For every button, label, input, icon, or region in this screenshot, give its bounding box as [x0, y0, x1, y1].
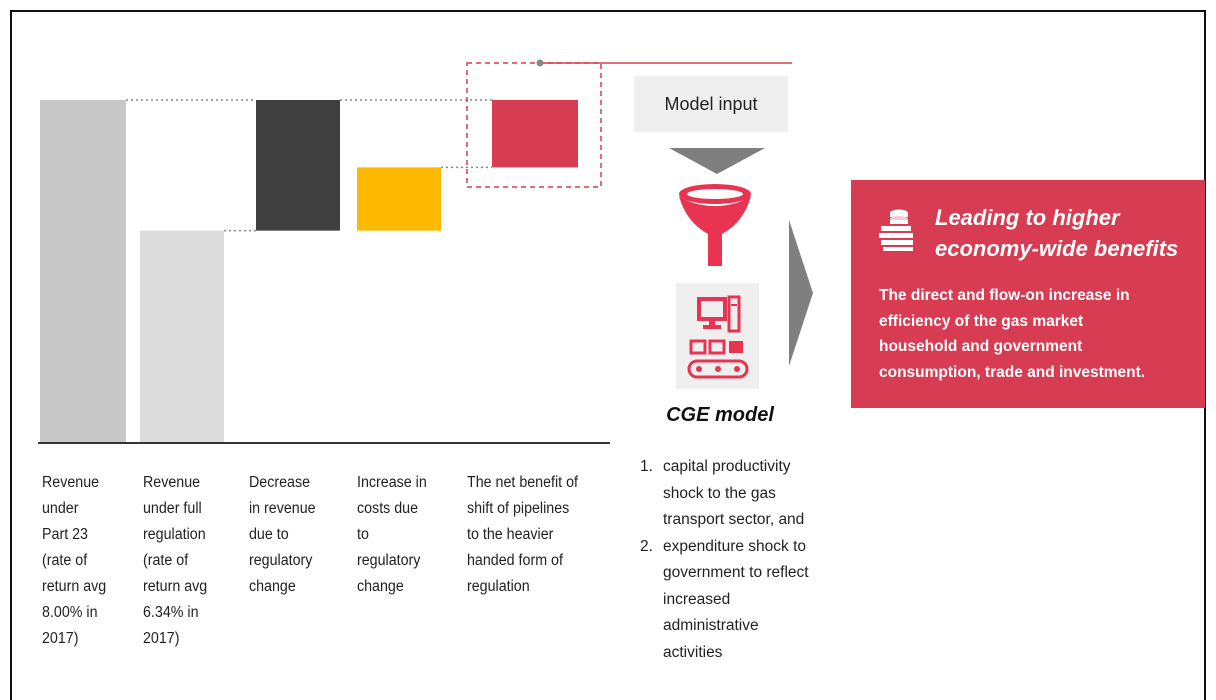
cge-step-line: administrative — [663, 617, 759, 634]
benefits-title: Leading to higher economy-wide benefits — [935, 202, 1200, 264]
x-axis-label-line: costs due — [357, 500, 419, 517]
down-arrow-icon — [669, 148, 765, 174]
cge-step-number: 2. — [640, 537, 653, 555]
x-axis-label-line: change — [249, 578, 296, 595]
x-axis-label-line: handed form of — [467, 552, 563, 569]
x-axis-label-line: under full — [143, 500, 202, 517]
x-axis-label-line: Revenue — [42, 474, 100, 491]
x-axis-label-line: Increase in — [357, 474, 427, 491]
computer-icon — [687, 295, 749, 379]
x-axis-label-line: Decrease — [249, 474, 311, 491]
x-axis-label-line: due to — [249, 526, 289, 543]
cge-step-line: transport sector, and — [663, 511, 805, 528]
x-axis-label-line: The net benefit of — [467, 474, 578, 491]
waterfall-bar — [357, 167, 441, 231]
benefits-title-line: economy-wide benefits — [935, 236, 1179, 261]
x-axis-label-line: regulatory — [249, 552, 313, 569]
cge-step: 2. expenditure shock to government to refl… — [640, 534, 840, 667]
benefits-body-line: The direct and flow-on increase in — [879, 287, 1130, 304]
coins-icon — [879, 209, 913, 251]
x-axis-label: Decrease in revenue due to regulatory change — [249, 470, 316, 600]
cge-step-line: government to reflect — [663, 564, 809, 581]
computer-icon-box — [676, 283, 759, 389]
x-axis-label-line: to — [357, 526, 369, 543]
x-axis-label-line: to the heavier — [467, 526, 554, 543]
leader-dot — [536, 59, 544, 67]
x-axis-label-line: 8.00% in — [42, 604, 98, 621]
x-axis-label-line: return avg — [42, 578, 107, 595]
benefits-body-line: household and government — [879, 338, 1083, 355]
waterfall-bar — [256, 100, 340, 231]
cge-step: 1. capital productivity shock to the gas tr… — [640, 454, 840, 534]
x-axis-label-line: in revenue — [249, 500, 316, 517]
x-axis-label-line: 2017) — [143, 630, 180, 647]
benefits-body-line: consumption, trade and investment. — [879, 363, 1146, 381]
highlight-box — [466, 62, 602, 188]
cge-step-line: capital productivity — [663, 458, 791, 475]
x-axis-label-line: change — [357, 578, 404, 595]
funnel-icon — [679, 184, 751, 266]
x-axis-label-line: 6.34% in — [143, 604, 199, 621]
cge-step-line: activities — [663, 643, 723, 661]
x-axis-label-line: under — [42, 500, 79, 517]
benefits-title-line: Leading to higher — [935, 205, 1120, 230]
benefits-body-line: efficiency of the gas market — [879, 312, 1084, 330]
x-axis-label-line: return avg — [143, 578, 208, 595]
waterfall-bar — [492, 100, 578, 168]
waterfall-bar — [40, 100, 126, 442]
x-axis-label: Revenue under full regulation (rate of retur… — [143, 470, 207, 652]
x-axis-label-line: (rate of — [42, 552, 88, 569]
x-axis-label-line: 2017) — [42, 630, 79, 647]
x-axis-label: Increase in costs due to regulatory change — [357, 470, 427, 600]
benefits-box: Leading to higher economy-wide benefits … — [851, 180, 1205, 408]
cge-step-line: shock to the gas — [663, 484, 776, 502]
cge-step-number: 1. — [640, 458, 653, 475]
model-input-box: Model input — [634, 76, 788, 132]
waterfall-bar — [140, 230, 224, 442]
x-axis-label-line: regulation — [143, 526, 206, 543]
cge-model-title: CGE model — [666, 404, 774, 426]
x-axis-label-line: shift of pipelines — [467, 500, 570, 517]
x-axis-label: The net benefit of shift of pipelines to t… — [467, 470, 578, 600]
right-arrow-icon — [789, 220, 813, 366]
benefits-body: The direct and flow-on increase in effic… — [879, 283, 1199, 385]
x-axis-label-line: regulation — [467, 578, 530, 595]
cge-steps-list: 1. capital productivity shock to the gas tr… — [640, 454, 840, 666]
x-axis-label-line: Revenue — [143, 474, 201, 491]
x-axis-label-line: regulatory — [357, 552, 421, 569]
x-axis-label-line: Part 23 — [42, 526, 88, 543]
model-input-label: Model input — [664, 93, 758, 114]
x-axis-label-line: (rate of — [143, 552, 189, 569]
cge-step-line: increased — [663, 590, 731, 608]
cge-step-line: expenditure shock to — [663, 537, 807, 555]
